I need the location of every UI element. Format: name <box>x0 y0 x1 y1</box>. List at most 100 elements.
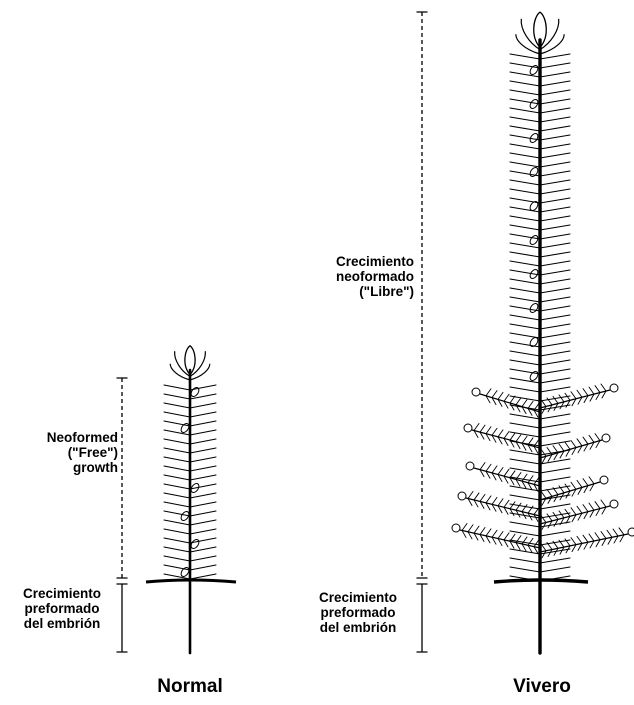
vivero-needle-left <box>510 414 540 419</box>
vivero-needle-left <box>510 225 540 230</box>
vivero-lateral-branch-needle <box>498 468 503 475</box>
vivero-neoformed-label: Crecimiento neoformado ("Libre") <box>302 254 414 299</box>
vivero-lateral-branch-needle <box>583 389 588 396</box>
vivero-lateral-branch-needle <box>480 528 485 535</box>
vivero-crown-scale <box>540 34 564 54</box>
vivero-lateral-branch-needle <box>583 437 588 444</box>
vivero-needle-right <box>540 108 570 113</box>
vivero-needle-left <box>510 315 540 320</box>
vivero-needle-left <box>510 324 540 329</box>
vivero-lateral-branch-needle <box>504 469 509 476</box>
normal-needle-right <box>190 493 216 498</box>
vivero-lateral-branch-needle <box>504 533 509 540</box>
vivero-axillary-bud <box>529 98 540 110</box>
vivero-needle-right <box>540 432 570 437</box>
vivero-lateral-branch-needle <box>516 398 521 405</box>
vivero-lateral-branch-needle <box>607 530 612 537</box>
vivero-needle-right <box>540 324 570 329</box>
vivero-needle-right <box>540 315 570 320</box>
vivero-needle-right <box>540 297 570 302</box>
normal-needle-right <box>190 547 216 552</box>
vivero-needle-left <box>510 297 540 302</box>
vivero-lateral-branch-needle <box>583 505 588 512</box>
vivero-lateral-branch-needle <box>474 424 479 431</box>
normal-needle-right <box>190 475 216 480</box>
vivero-lateral-branch-tip <box>452 524 460 532</box>
vivero-lateral-branch-needle <box>589 435 594 442</box>
vivero-needle-left <box>510 450 540 455</box>
normal-needle-left <box>164 574 190 579</box>
vivero-lateral-branch-needle <box>619 528 624 535</box>
vivero-seedling-drawing <box>452 12 634 653</box>
vivero-needle-right <box>540 99 570 104</box>
vivero-lateral-branch-needle <box>613 529 618 536</box>
vivero-lateral-branch-needle <box>516 503 521 510</box>
vivero-needle-right <box>540 144 570 149</box>
vivero-lateral-branch-needle <box>583 535 588 542</box>
vivero-needle-left <box>510 198 540 203</box>
vivero-needle-right <box>540 216 570 221</box>
vivero-needle-right <box>540 135 570 140</box>
vivero-lateral-branch-needle <box>486 529 491 536</box>
normal-needle-left <box>164 412 190 417</box>
vivero-needle-left <box>510 54 540 59</box>
vivero-lateral-branch-needle <box>498 532 503 539</box>
vivero-needle-left <box>510 522 540 527</box>
normal-caption: Normal <box>130 676 250 698</box>
normal-needle-right <box>190 457 216 462</box>
vivero-lateral-branch-needle <box>462 523 467 530</box>
vivero-needle-right <box>540 342 570 347</box>
vivero-lateral-branch-needle <box>553 446 558 453</box>
vivero-needle-left <box>510 153 540 158</box>
vivero-lateral-branch <box>472 430 540 448</box>
vivero-lateral-branch-needle <box>559 444 564 451</box>
normal-needle-left <box>164 403 190 408</box>
vivero-lateral-branch-tip <box>628 528 634 536</box>
vivero-lateral-branch-tip <box>602 434 610 442</box>
normal-needle-right <box>190 511 216 516</box>
vivero-ground-line <box>494 580 588 582</box>
vivero-lateral-branch-needle <box>492 466 497 473</box>
normal-needle-left <box>164 520 190 525</box>
normal-needle-left <box>164 439 190 444</box>
vivero-needle-right <box>540 333 570 338</box>
vivero-needle-left <box>510 234 540 239</box>
vivero-needle-left <box>510 108 540 113</box>
normal-needle-right <box>190 403 216 408</box>
vivero-lateral-branch-needle <box>577 480 582 487</box>
vivero-needle-left <box>510 387 540 392</box>
vivero-needle-right <box>540 531 570 536</box>
vivero-needle-left <box>510 180 540 185</box>
normal-needle-left <box>164 556 190 561</box>
vivero-lateral-branch-needle <box>480 494 485 501</box>
normal-needle-left <box>164 529 190 534</box>
vivero-lateral-branch-tip <box>472 388 480 396</box>
vivero-needle-right <box>540 414 570 419</box>
normal-needle-right <box>190 448 216 453</box>
vivero-needle-left <box>510 270 540 275</box>
normal-needle-left <box>164 385 190 390</box>
vivero-lateral-branch-needle <box>492 530 497 537</box>
vivero-needle-right <box>540 279 570 284</box>
normal-neoformed-label: Neoformed ("Free") growth <box>28 430 118 475</box>
vivero-needle-right <box>540 180 570 185</box>
vivero-needle-left <box>510 567 540 572</box>
normal-seedling-drawing <box>146 346 236 653</box>
vivero-lateral-branch-needle <box>565 442 570 449</box>
normal-needle-left <box>164 475 190 480</box>
vivero-needle-left <box>510 558 540 563</box>
vivero-lateral-branch-needle <box>541 515 546 522</box>
vivero-needle-right <box>540 117 570 122</box>
vivero-lateral-branch-needle <box>468 525 473 532</box>
vivero-needle-left <box>510 288 540 293</box>
normal-needle-right <box>190 466 216 471</box>
vivero-needle-right <box>540 171 570 176</box>
vivero-lateral-branch-needle <box>547 489 552 496</box>
vivero-needle-right <box>540 369 570 374</box>
vivero-needle-right <box>540 288 570 293</box>
normal-needle-right <box>190 430 216 435</box>
normal-needle-right <box>190 439 216 444</box>
vivero-needle-left <box>510 459 540 464</box>
normal-needle-left <box>164 538 190 543</box>
